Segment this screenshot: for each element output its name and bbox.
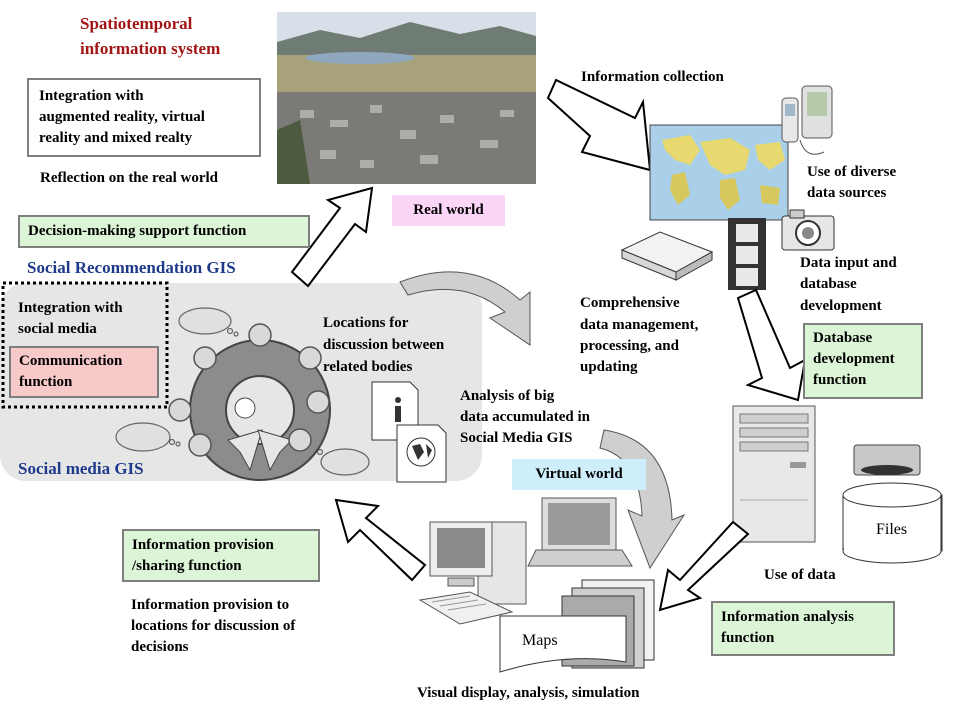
world-map	[649, 124, 789, 221]
title-line1: Spatiotemporal	[80, 14, 193, 33]
arrow-to-server	[736, 288, 807, 402]
communication-box: Communication function	[9, 346, 159, 398]
data-input-line1: Data input and	[800, 255, 897, 271]
info-collection-label: Information collection	[581, 69, 724, 85]
film-strip	[728, 218, 766, 290]
arrow-info-collection	[546, 78, 652, 172]
integration-ar-box: Integration with augmented reality, virt…	[27, 78, 261, 157]
integration-sm-line2: social media	[18, 321, 97, 337]
info-provision-line1: Information provision	[132, 537, 274, 553]
communication-line1: Communication	[19, 353, 123, 369]
db-dev-line1: Database	[813, 330, 873, 346]
communication-line2: function	[19, 374, 73, 390]
locations-line1: Locations for	[323, 315, 409, 331]
comprehensive-line2: data management,	[580, 317, 699, 333]
files-cylinder	[842, 482, 943, 564]
comprehensive-line4: updating	[580, 359, 638, 375]
big-data-line3: Social Media GIS	[460, 430, 573, 446]
integration-ar-line1: Integration with	[39, 88, 144, 104]
info-analysis-box: Information analysis function	[711, 601, 895, 656]
virtual-world-label: Virtual world	[512, 459, 646, 490]
diverse-sources-line1: Use of diverse	[807, 164, 897, 180]
scanner	[620, 231, 714, 281]
reflection-label: Reflection on the real world	[40, 170, 219, 186]
info-analysis-line2: function	[721, 630, 775, 646]
laptop	[527, 497, 633, 567]
diverse-sources-line2: data sources	[807, 185, 887, 201]
locations-line3: related bodies	[323, 359, 413, 375]
data-input-line3: development	[800, 298, 882, 314]
social-media-gis-label: Social media GIS	[18, 459, 144, 478]
maps-label: Maps	[522, 632, 558, 649]
info-provision-to-line1: Information provision to	[131, 597, 290, 613]
use-of-data-label: Use of data	[764, 567, 836, 583]
mobile-phones	[781, 85, 833, 155]
big-data-line1: Analysis of big	[460, 388, 555, 404]
db-dev-line2: development	[813, 351, 895, 367]
title-line2: information system	[80, 39, 221, 58]
big-data-line2b: accumulated in	[492, 409, 591, 425]
arrow-to-real-world	[290, 186, 374, 288]
files-label: Files	[876, 521, 908, 538]
social-reco-gis-label: Social Recommendation GIS	[27, 258, 236, 277]
integration-ar-line3: reality and mixed realty	[39, 130, 193, 146]
desktop-computer	[418, 521, 527, 625]
db-dev-line3: function	[813, 372, 867, 388]
disc-drive	[853, 444, 921, 476]
info-analysis-line1: Information analysis	[721, 609, 854, 625]
info-provision-to-line2: locations for discussion of	[131, 618, 296, 634]
locations-line2: discussion between	[323, 337, 445, 353]
db-dev-function-box: Database development function	[803, 323, 923, 399]
curved-arrow-big-data	[399, 271, 531, 346]
comprehensive-line3: processing, and	[580, 338, 679, 354]
decision-support-box: Decision-making support function	[18, 215, 310, 248]
real-world-photo	[277, 12, 536, 184]
cloud-bubbles	[115, 307, 370, 476]
camera	[781, 209, 835, 251]
data-input-line2: database	[800, 276, 857, 292]
arrow-to-provision	[334, 498, 427, 582]
comprehensive-line1: Comprehensive	[580, 295, 680, 311]
info-documents	[371, 381, 447, 483]
server-tower	[732, 405, 816, 543]
real-world-label: Real world	[392, 195, 505, 226]
big-data-line2: data accumulated in	[460, 407, 590, 428]
info-provision-line2: /sharing function	[132, 558, 242, 574]
social-ring	[168, 323, 331, 481]
integration-sm-line1: Integration with	[18, 300, 123, 316]
integration-ar-line2: augmented reality, virtual	[39, 109, 205, 125]
info-provision-to-line3: decisions	[131, 639, 189, 655]
arrow-to-analysis	[658, 520, 750, 612]
big-data-line2a: data	[460, 409, 489, 425]
info-provision-sharing-box: Information provision /sharing function	[122, 529, 320, 582]
maps-stack	[499, 579, 655, 673]
visual-display-label: Visual display, analysis, simulation	[417, 685, 640, 701]
